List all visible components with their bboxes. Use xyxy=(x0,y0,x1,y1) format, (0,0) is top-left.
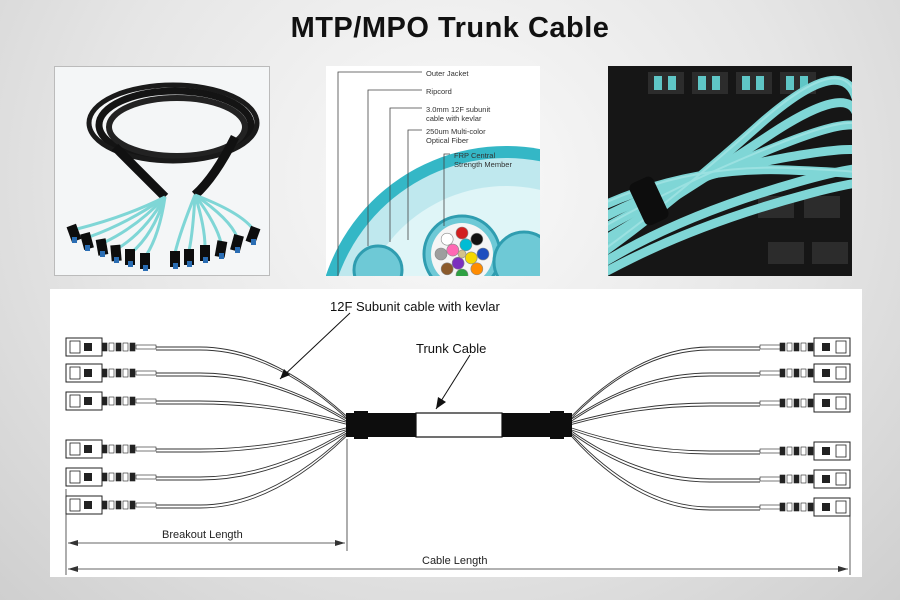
breakout-leg xyxy=(156,432,347,481)
optical-fiber xyxy=(455,226,469,240)
mtp-connector xyxy=(65,467,157,487)
breakout-leg xyxy=(156,403,347,425)
trunk-label: Trunk Cable xyxy=(416,341,486,356)
mtp-connector xyxy=(759,363,851,383)
optical-fiber xyxy=(440,232,454,246)
breakout-leg xyxy=(156,436,347,509)
breakout-leg xyxy=(571,433,760,483)
breakout-leg xyxy=(571,436,760,511)
cross-section-label: FRP Central xyxy=(454,151,495,160)
optical-fiber xyxy=(476,247,490,261)
cross-section-label: Ripcord xyxy=(426,87,452,96)
trunk-cable-drawing: 12F Subunit cable with kevlar Trunk Cabl… xyxy=(65,299,851,575)
breakout-leg xyxy=(156,434,347,506)
cable-length-label: Cable Length xyxy=(422,555,487,567)
cross-section-label: 250um Multi-color xyxy=(426,127,486,136)
cross-section-label: 3.0mm 12F subunit xyxy=(426,105,491,114)
breakout-length-label: Breakout Length xyxy=(162,529,243,541)
optical-fiber xyxy=(470,232,484,246)
mtp-connector xyxy=(759,393,851,413)
breakout-leg xyxy=(156,346,347,416)
breakout-leg xyxy=(571,402,760,423)
breakout-leg xyxy=(571,429,760,455)
installed-cable-photo xyxy=(608,66,852,276)
breakout-leg xyxy=(571,346,760,416)
breakout-leg xyxy=(156,427,347,450)
breakout-leg xyxy=(156,375,347,422)
optical-fiber xyxy=(440,262,454,276)
page-title: MTP/MPO Trunk Cable xyxy=(290,12,610,44)
breakout-leg xyxy=(571,434,760,508)
cross-section-label: Optical Fiber xyxy=(426,136,469,145)
mtp-connector xyxy=(65,363,157,383)
optical-fiber xyxy=(446,243,460,257)
mtp-connector xyxy=(65,495,157,515)
cross-section-label: cable with kevlar xyxy=(426,114,482,123)
trunk-jacket xyxy=(415,412,503,438)
mtp-connector xyxy=(759,337,851,357)
optical-fiber xyxy=(459,238,473,252)
optical-fiber xyxy=(451,256,465,270)
mtp-connector xyxy=(65,439,157,459)
mtp-connector xyxy=(65,337,157,357)
trunk-cable-illustration xyxy=(66,82,261,271)
mtp-connector xyxy=(65,391,157,411)
trunk-cable-diagram: 12F Subunit cable with kevlar Trunk Cabl… xyxy=(50,289,862,577)
breakout-leg xyxy=(571,375,760,422)
cross-section-label: Strength Member xyxy=(454,160,512,169)
installed-cable-illustration xyxy=(608,66,852,276)
mtp-connector xyxy=(759,497,851,517)
breakout-leg xyxy=(571,431,760,480)
subunit-label: 12F Subunit cable with kevlar xyxy=(330,299,500,314)
breakout-leg xyxy=(156,400,347,423)
breakout-leg xyxy=(156,430,347,478)
mtp-connector xyxy=(759,469,851,489)
cross-section-label: Outer Jacket xyxy=(426,69,469,78)
optical-fiber xyxy=(470,262,484,276)
breakout-leg xyxy=(571,372,760,420)
optical-fiber xyxy=(455,268,469,276)
central-strength-member xyxy=(457,249,467,259)
breakout-leg xyxy=(156,372,347,420)
breakout-leg xyxy=(571,405,760,425)
breakout-leg xyxy=(571,427,760,452)
optical-fiber xyxy=(434,247,448,261)
breakout-leg xyxy=(571,349,760,418)
breakout-leg xyxy=(156,349,347,418)
mtp-connector xyxy=(759,441,851,461)
optical-fiber xyxy=(464,251,478,265)
breakout-leg xyxy=(156,429,347,453)
trunk-cable-photo xyxy=(54,66,270,276)
